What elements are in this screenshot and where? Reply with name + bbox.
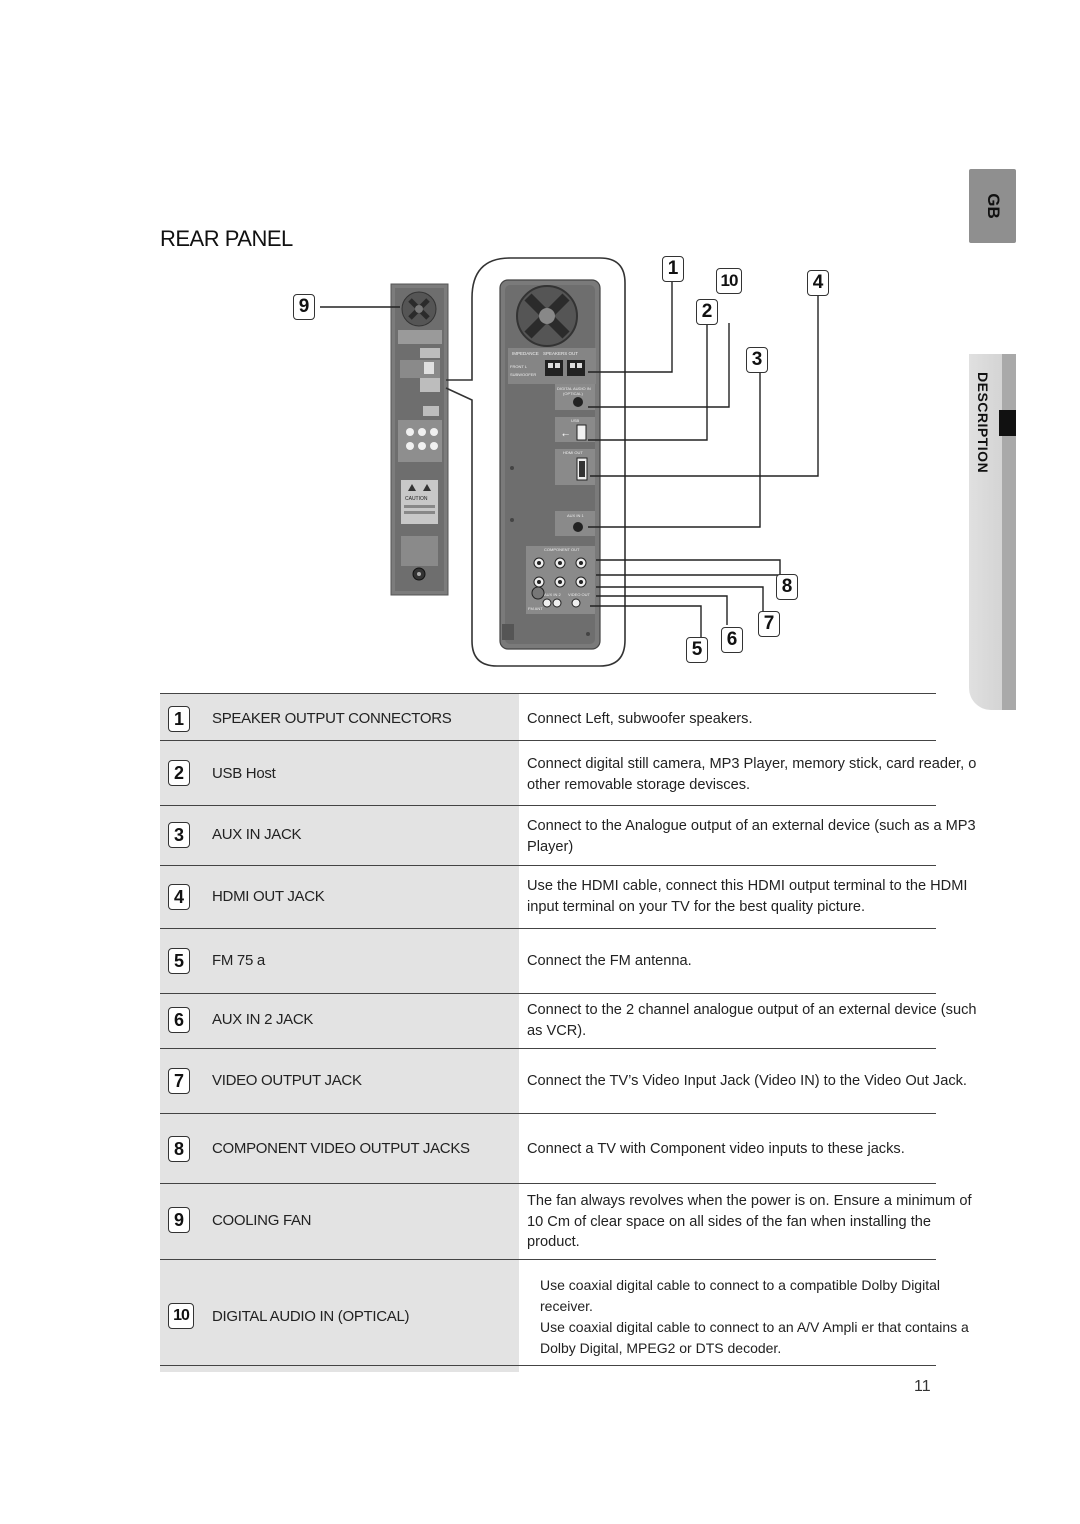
callout-3: 3: [746, 347, 768, 373]
table-row: 1 SPEAKER OUTPUT CONNECTORS Connect Left…: [160, 693, 936, 740]
connector-name: USB Host: [212, 765, 276, 782]
callout-5: 5: [686, 637, 708, 663]
svg-text:⭠: ⭠: [562, 430, 569, 440]
table-row: 7 VIDEO OUTPUT JACK Connect the TV’s Vid…: [160, 1048, 967, 1113]
full-unit-illustration: CAUTION: [390, 283, 449, 596]
callout-1: 1: [662, 256, 684, 282]
table-row: 4 HDMI OUT JACK Use the HDMI cable, conn…: [160, 865, 967, 928]
section-tab: DESCRIPTION: [969, 354, 1016, 710]
fm-ant-label: FM ANT: [528, 606, 543, 611]
connector-description: Connect Left, subwoofer speakers.: [527, 711, 753, 727]
connector-name: SPEAKER OUTPUT CONNECTORS: [212, 710, 452, 727]
connector-description: Connect a TV with Component video inputs…: [527, 1141, 905, 1157]
table-row: 10 DIGITAL AUDIO IN (OPTICAL) Use coaxia…: [160, 1259, 969, 1372]
callout-4: 4: [807, 270, 829, 296]
section-title: REAR PANEL: [160, 226, 293, 251]
connector-name: HDMI OUT JACK: [212, 888, 325, 905]
leader-lines: [320, 282, 819, 638]
callout-7: 7: [758, 611, 780, 637]
table-row: 9 COOLING FAN The fan always revolves wh…: [160, 1183, 972, 1259]
section-marker: [999, 410, 1016, 436]
connector-name: DIGITAL AUDIO IN (OPTICAL): [212, 1308, 410, 1325]
table-bottom-rule: [160, 1365, 936, 1366]
callout-8: 8: [776, 574, 798, 600]
usb-label: USB: [571, 418, 580, 423]
section-tab-label: DESCRIPTION: [975, 372, 991, 474]
row-number: 7: [168, 1068, 190, 1094]
table-row: 3 AUX IN JACK Connect to the Analogue ou…: [160, 805, 976, 865]
callout-2: 2: [696, 299, 718, 325]
connector-description: Connect the TV’s Video Input Jack (Video…: [527, 1073, 967, 1089]
aux-in1-label: AUX IN 1: [567, 513, 584, 518]
connector-description: Connect to the Analogue output of an ext…: [527, 818, 976, 855]
connector-name: COOLING FAN: [212, 1212, 312, 1229]
callout-6: 6: [721, 627, 743, 653]
table-row: 2 USB Host Connect digital still camera,…: [160, 740, 976, 805]
table-row: 5 FM 75 a Connect the FM antenna.: [160, 928, 936, 993]
subwoofer-label: SUBWOOFER: [510, 372, 536, 377]
rear-panel-diagram: CAUTION IMPEDANCE SPEAKERS OUT FRONT L S…: [320, 257, 819, 667]
row-number: 8: [168, 1136, 190, 1162]
connector-name: FM 75 a: [212, 952, 265, 969]
row-number: 3: [168, 822, 190, 848]
impedance-label: IMPEDANCE: [512, 351, 539, 356]
connector-description: Connect to the 2 channel analogue output…: [527, 1002, 977, 1039]
callout-9: 9: [293, 294, 315, 320]
connector-name: COMPONENT VIDEO OUTPUT JACKS: [212, 1140, 470, 1157]
connector-name: VIDEO OUTPUT JACK: [212, 1072, 362, 1089]
front-label: FRONT L: [510, 364, 528, 369]
connector-table: 1 SPEAKER OUTPUT CONNECTORS Connect Left…: [160, 693, 976, 1372]
digital-audio-label: DIGITAL AUDIO IN: [557, 386, 591, 391]
row-number: 9: [168, 1207, 190, 1233]
row-number: 6: [168, 1007, 190, 1033]
row-number: 1: [168, 706, 190, 732]
row-number: 2: [168, 760, 190, 786]
row-number: 5: [168, 948, 190, 974]
row-number: 10: [168, 1303, 194, 1329]
optical-label: (OPTICAL): [563, 391, 583, 396]
hdmi-label: HDMI OUT: [563, 450, 583, 455]
connector-description: Use the HDMI cable, connect this HDMI ou…: [527, 878, 968, 915]
connector-description: Use coaxial digital cable to connect to …: [540, 1277, 969, 1356]
table-row: 8 COMPONENT VIDEO OUTPUT JACKS Connect a…: [160, 1113, 936, 1183]
caution-label: CAUTION: [405, 496, 428, 502]
connector-name: AUX IN JACK: [212, 826, 302, 843]
row-number: 4: [168, 884, 190, 910]
aux-in2-label: AUX IN 2: [544, 592, 561, 597]
connector-name: AUX IN 2 JACK: [212, 1011, 314, 1028]
speakers-out-label: SPEAKERS OUT: [543, 351, 578, 356]
video-out-label: VIDEO OUT: [568, 592, 591, 597]
page-number: 11: [914, 1378, 931, 1395]
component-out-label: COMPONENT OUT: [544, 547, 580, 552]
enlarged-panel: IMPEDANCE SPEAKERS OUT FRONT L SUBWOOFER…: [499, 279, 601, 650]
connector-description: Connect digital still camera, MP3 Player…: [527, 756, 977, 793]
connector-description: The fan always revolves when the power i…: [527, 1193, 972, 1250]
table-row: 6 AUX IN 2 JACK Connect to the 2 channel…: [160, 993, 976, 1048]
callout-10: 10: [716, 268, 742, 294]
language-tab: GB: [969, 169, 1016, 243]
connector-description: Connect the FM antenna.: [527, 953, 692, 969]
